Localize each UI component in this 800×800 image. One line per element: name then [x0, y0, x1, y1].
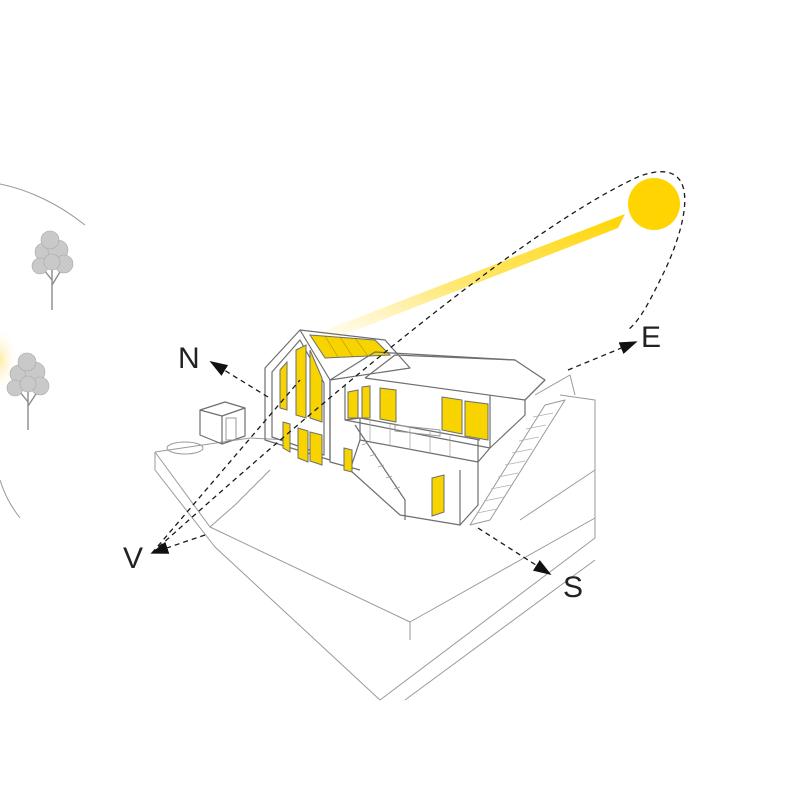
- exterior-stairs: [469, 374, 576, 526]
- window: [279, 360, 288, 411]
- roof-solar-panel: [309, 334, 392, 359]
- south-arrow: [477, 527, 552, 575]
- compass-label-north: N: [178, 342, 200, 375]
- window: [431, 474, 445, 517]
- window: [297, 427, 309, 463]
- site-terrain: [154, 394, 596, 701]
- west-arrow: [150, 534, 206, 554]
- window: [282, 421, 291, 453]
- window: [295, 344, 307, 419]
- window: [379, 387, 397, 423]
- sun-path: [151, 171, 686, 554]
- tree-icon: [6, 352, 50, 430]
- tree-icon: [31, 230, 74, 310]
- window: [441, 396, 463, 435]
- compass-label-east: E: [641, 321, 661, 354]
- window: [361, 385, 371, 419]
- terrain-left: [0, 183, 86, 519]
- sun-path-west: [151, 379, 301, 554]
- window: [347, 389, 359, 419]
- house-right-wing: [329, 351, 546, 526]
- window: [343, 447, 353, 473]
- window: [464, 400, 489, 441]
- sun-icon: [628, 178, 680, 230]
- window: [309, 431, 323, 466]
- compass-label-west: V: [123, 542, 143, 575]
- compass-label-south: S: [563, 571, 583, 604]
- sun-beam: [300, 214, 625, 345]
- north-arrow: [209, 361, 269, 398]
- shed: [199, 401, 246, 445]
- window: [309, 349, 323, 423]
- east-arrow: [567, 341, 638, 371]
